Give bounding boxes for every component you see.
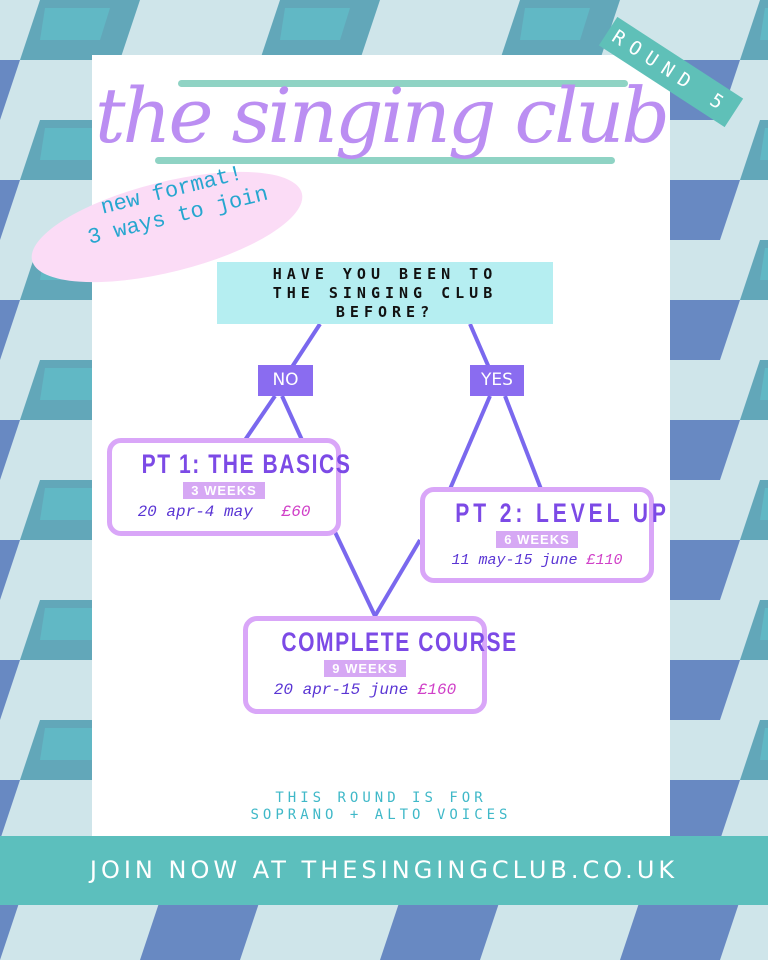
option-pt1: PT 1: THE BASICS 3 WEEKS 20 apr-4 may £6… (107, 438, 350, 536)
voices-note: THIS ROUND IS FOR SOPRANO + ALTO VOICES (92, 790, 670, 824)
duration-badge: 6 WEEKS (496, 531, 578, 548)
duration-badge: 9 WEEKS (324, 660, 406, 677)
option-pt2: PT 2: LEVEL UP 6 WEEKS 11 may-15 june £1… (420, 487, 666, 583)
option-dates: 11 may-15 june (451, 552, 578, 569)
connector-line (468, 323, 492, 371)
connector-line (373, 538, 422, 618)
option-price: £110 (586, 552, 623, 569)
option-dates: 20 apr-4 may (137, 503, 253, 521)
option-title: COMPLETE COURSE (281, 627, 518, 657)
title-stroke-top (178, 80, 628, 87)
connector-line (288, 322, 322, 372)
voices-line2: SOPRANO + ALTO VOICES (250, 807, 512, 823)
option-dates: 20 apr-15 june (273, 681, 409, 699)
connector-line (448, 395, 492, 490)
duration-badge: 3 WEEKS (183, 482, 265, 499)
join-footer[interactable]: JOIN NOW AT THESINGINGCLUB.CO.UK (0, 836, 768, 905)
question-box: HAVE YOU BEEN TO THE SINGING CLUB BEFORE… (217, 262, 553, 324)
connector-line (333, 531, 377, 617)
option-title: PT 2: LEVEL UP (455, 498, 670, 528)
question-line3: BEFORE? (335, 303, 435, 321)
connector-line (243, 394, 277, 442)
option-complete: COMPLETE COURSE 9 WEEKS 20 apr-15 june £… (243, 616, 516, 714)
option-title: PT 1: THE BASICS (141, 449, 352, 479)
option-price: £60 (281, 503, 311, 521)
connector-line (280, 395, 304, 441)
title-stroke-bottom (155, 157, 615, 164)
connector-line (503, 395, 543, 490)
answer-yes-label: YES (470, 365, 524, 396)
question-line2: THE SINGING CLUB (272, 284, 498, 302)
option-price: £160 (417, 681, 457, 699)
answer-no-label: NO (258, 365, 313, 396)
voices-line1: THIS ROUND IS FOR (275, 790, 487, 806)
question-line1: HAVE YOU BEEN TO (272, 265, 498, 283)
poster-title: the singing club (94, 71, 670, 160)
